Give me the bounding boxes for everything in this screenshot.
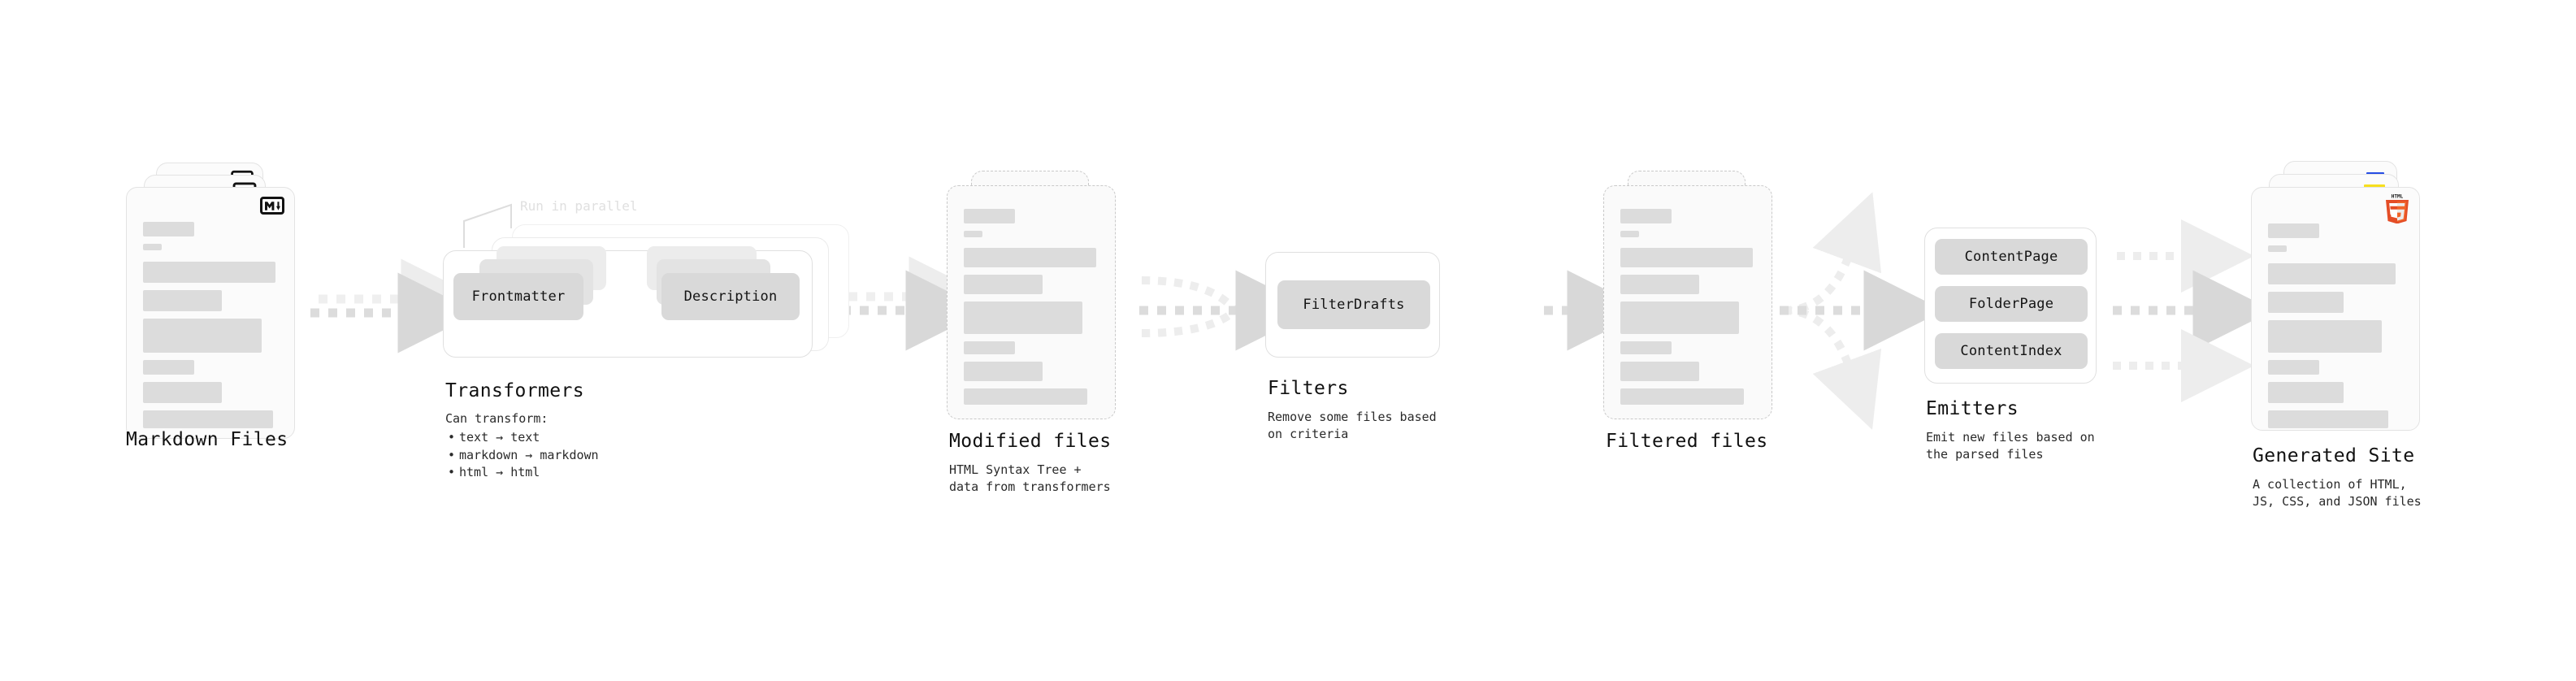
transform-item: text → text <box>448 429 713 447</box>
content-bar <box>2268 360 2319 375</box>
run-in-parallel-label: Run in parallel <box>520 198 638 214</box>
caption-sub-emitters: Emit new files based on the parsed files <box>1926 430 2095 462</box>
doc-content-bars <box>1620 209 1755 412</box>
stage-modified-files[interactable] <box>947 171 1134 455</box>
doc-content-bars <box>964 209 1099 412</box>
content-bar <box>2268 320 2382 353</box>
filter-pill-filterdrafts[interactable]: FilterDrafts <box>1277 280 1430 329</box>
content-bar <box>964 388 1087 405</box>
content-bar <box>143 382 222 403</box>
transform-item: html → html <box>448 464 713 482</box>
caption-title-generated-site: Generated Site <box>2253 445 2415 466</box>
caption-title-transformers: Transformers <box>445 380 584 401</box>
caption-title-filters: Filters <box>1268 378 1349 399</box>
content-bar <box>143 244 162 250</box>
caption-title-filtered-files: Filtered files <box>1606 431 1768 452</box>
stage-filters[interactable]: FilterDrafts <box>1265 252 1444 366</box>
doc-card-front <box>126 187 295 439</box>
emitter-pill-contentindex[interactable]: ContentIndex <box>1935 333 2088 369</box>
content-bar <box>143 360 194 375</box>
content-bar <box>143 262 275 283</box>
connector-modified-to-filters <box>1139 270 1316 351</box>
content-bar <box>1620 275 1699 294</box>
markdown-badge <box>260 197 284 215</box>
filter-box: FilterDrafts <box>1265 252 1440 358</box>
content-bar <box>1620 362 1699 381</box>
content-bar <box>1620 341 1672 354</box>
caption-title-emitters: Emitters <box>1926 398 2019 419</box>
emitter-box: ContentPage FolderPage ContentIndex <box>1924 228 2097 384</box>
content-bar <box>2268 292 2344 313</box>
content-bar <box>143 290 222 311</box>
content-bar <box>964 301 1082 334</box>
transform-item: markdown → markdown <box>448 447 713 465</box>
content-bar <box>964 341 1015 354</box>
content-bar <box>964 209 1015 223</box>
caption-sub-generated-site: A collection of HTML, JS, CSS, and JSON … <box>2253 477 2422 510</box>
doc-card-front <box>1603 185 1772 419</box>
connector-markdown-to-transformers <box>310 258 482 354</box>
transform-list: text → text markdown → markdown html → h… <box>445 429 713 481</box>
content-bar <box>964 275 1043 294</box>
emitter-pill-folderpage[interactable]: FolderPage <box>1935 286 2088 322</box>
content-bar <box>1620 231 1639 237</box>
transform-lead: Can transform: <box>445 411 549 426</box>
content-bar <box>1620 388 1744 405</box>
content-bar <box>2268 245 2287 252</box>
content-bar <box>143 222 194 236</box>
content-bar <box>2268 223 2319 238</box>
caption-sub-modified-files: HTML Syntax Tree + data from transformer… <box>949 462 1111 495</box>
doc-content-bars <box>143 222 278 436</box>
transformer-box-front: Frontmatter Description Frontmatter Desc… <box>443 246 813 358</box>
doc-card-front: HTML <box>2251 187 2420 431</box>
content-bar <box>964 362 1043 381</box>
content-bar <box>1620 209 1672 223</box>
content-bar <box>2268 410 2388 428</box>
html5-badge: HTML <box>2383 193 2411 224</box>
content-bar <box>964 231 982 237</box>
emitter-pill-contentpage[interactable]: ContentPage <box>1935 239 2088 275</box>
content-bar <box>143 410 273 428</box>
content-bar <box>143 319 262 353</box>
content-bar <box>964 248 1096 267</box>
doc-card-front <box>947 185 1116 419</box>
stage-filtered-files[interactable] <box>1603 171 1790 455</box>
stage-transformers[interactable]: Frontmatter Description Frontmatter Desc… <box>443 203 849 382</box>
caption-sub-transformers: Can transform: text → text markdown → ma… <box>445 410 713 481</box>
doc-content-bars <box>2268 223 2403 436</box>
content-bar <box>1620 301 1739 334</box>
svg-text:HTML: HTML <box>2392 194 2404 200</box>
connector-filtered-to-emitters <box>1780 192 1945 430</box>
caption-title-markdown-files: Markdown Files <box>126 429 288 450</box>
transformer-pill-description[interactable]: Description <box>661 273 800 320</box>
stage-emitters[interactable]: ContentPage FolderPage ContentIndex <box>1924 228 2111 394</box>
caption-sub-filters: Remove some files based on criteria <box>1268 410 1437 442</box>
transformer-pill-frontmatter[interactable]: Frontmatter <box>453 273 583 320</box>
caption-title-modified-files: Modified files <box>949 431 1112 452</box>
content-bar <box>1620 248 1753 267</box>
content-bar <box>2268 382 2344 403</box>
connector-emitters-to-site <box>2113 219 2274 402</box>
stage-generated-site[interactable]: HTML <box>2251 161 2454 462</box>
content-bar <box>2268 263 2396 284</box>
stage-markdown-files[interactable] <box>126 163 317 455</box>
